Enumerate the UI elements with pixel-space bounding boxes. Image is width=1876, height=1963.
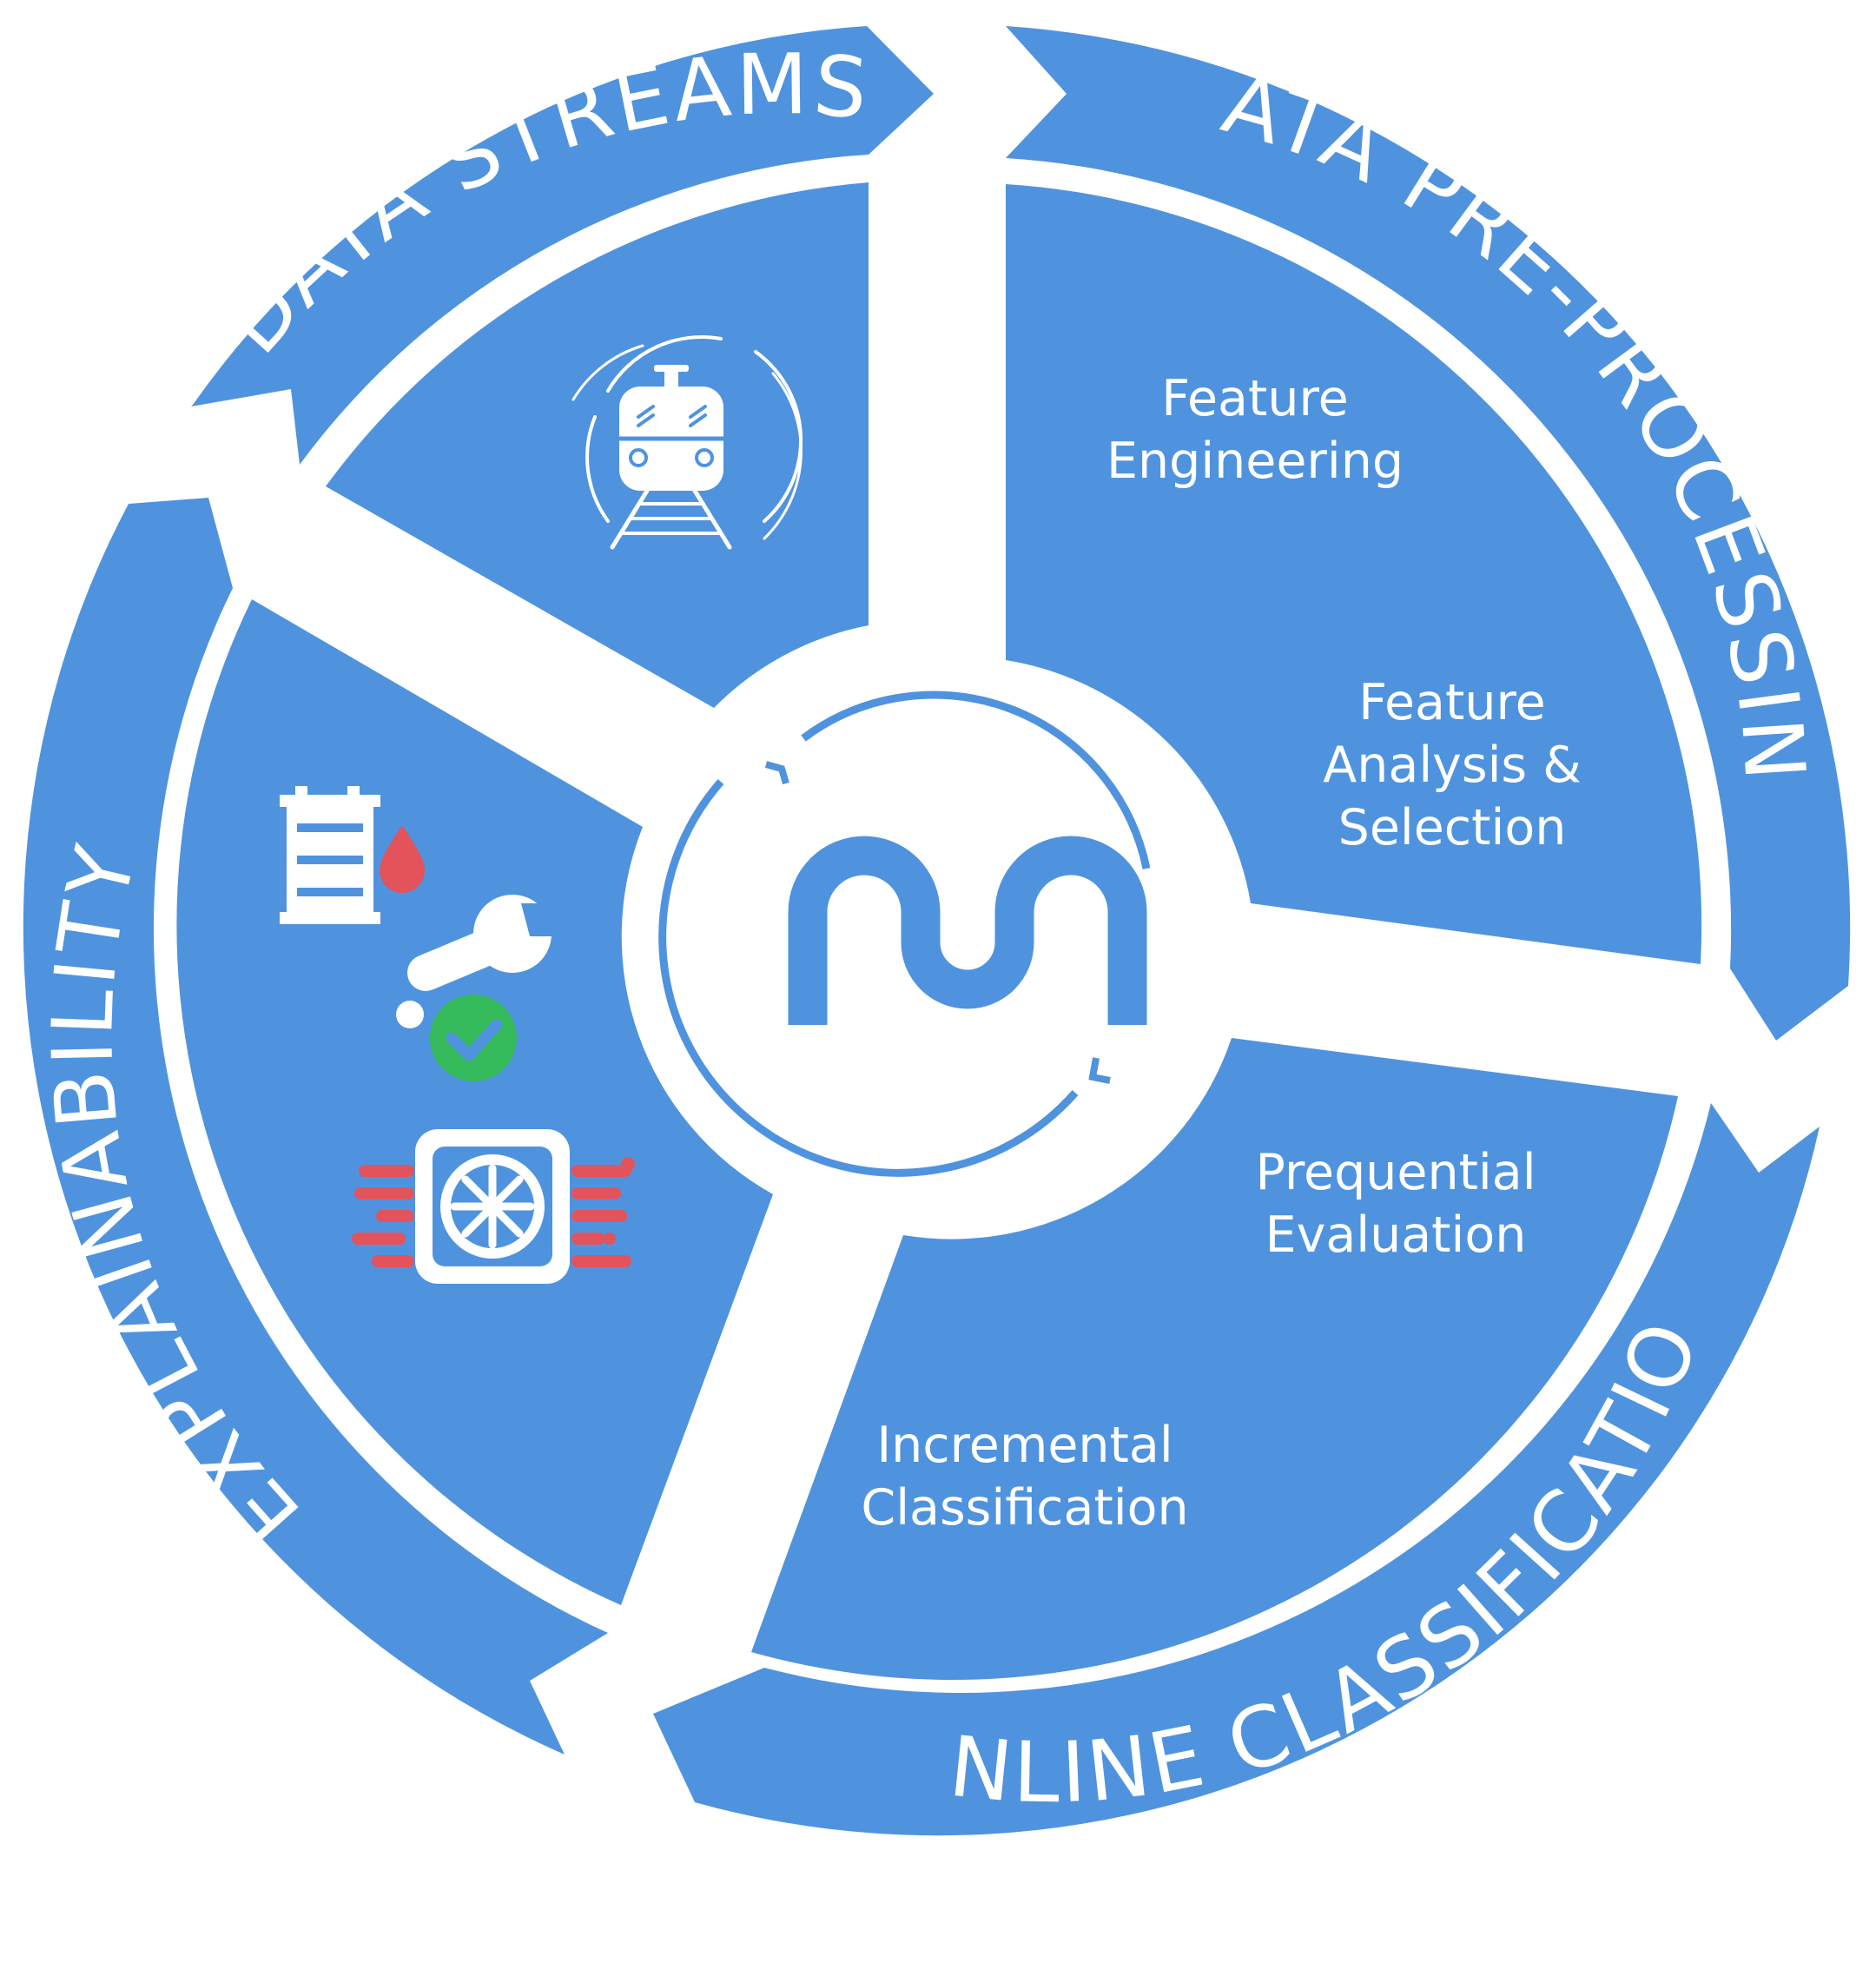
item-line: Prequential — [1255, 1144, 1536, 1201]
quadrant-online-classification — [751, 1038, 1678, 1681]
inner-quadrants — [176, 182, 1702, 1681]
item-line: Feature — [1358, 674, 1545, 731]
quadrant-data-streams — [326, 182, 869, 708]
item-line: Selection — [1338, 799, 1567, 856]
train-icon — [571, 335, 803, 550]
item-line: Feature — [1161, 370, 1348, 427]
ring-segment-data-streams — [191, 26, 934, 465]
item-line: Evaluation — [1265, 1206, 1527, 1264]
oil-barrel-icon — [280, 786, 425, 924]
ring-segment-explainability — [23, 498, 609, 1755]
cycle-logo-icon — [658, 691, 1151, 1177]
wrench-check-icon — [396, 895, 563, 1081]
item-line: Incremental — [876, 1417, 1172, 1474]
quadrant-data-preprocessing — [1006, 184, 1702, 964]
item-line: Engineering — [1106, 433, 1404, 490]
outer-ring — [23, 26, 1851, 1836]
cooling-fan-icon — [352, 1129, 635, 1284]
item-line: Classification — [861, 1479, 1188, 1537]
item-line: Analysis & — [1323, 737, 1581, 794]
ring-segment-data-preprocessing — [1006, 26, 1851, 1041]
ring-segment-online-classification — [653, 1103, 1820, 1836]
